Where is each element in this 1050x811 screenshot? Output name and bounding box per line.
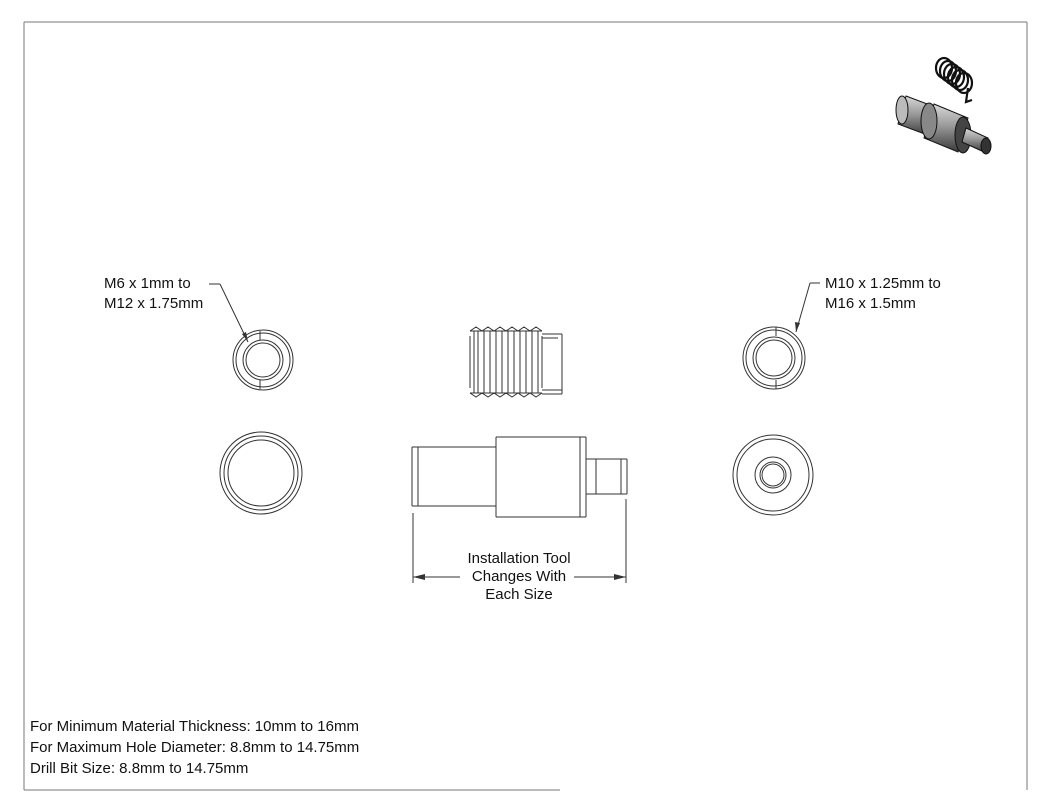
dimension-line3: Each Size: [485, 586, 553, 603]
note-material-thickness: For Minimum Material Thickness: 10mm to …: [30, 718, 359, 735]
note-drill-bit-size: Drill Bit Size: 8.8mm to 14.75mm: [30, 760, 249, 777]
left-insert-end-view: [232, 329, 294, 391]
insert-side-view: [469, 326, 563, 398]
dimension-arrow-right: [614, 574, 626, 580]
dimension-line1: Installation Tool: [467, 550, 571, 567]
right-callout-label: M10 x 1.25mm to M16 x 1.5mm: [825, 274, 941, 314]
right-insert-end-view: [742, 326, 806, 390]
right-callout-arrowhead: [795, 322, 800, 332]
thumbnail-tool: [895, 95, 992, 155]
left-callout-line2: M12 x 1.75mm: [104, 295, 204, 312]
note-hole-diameter: For Maximum Hole Diameter: 8.8mm to 14.7…: [30, 739, 360, 756]
left-callout-arrowhead: [242, 332, 248, 342]
drawing-frame: [23, 21, 1028, 791]
left-callout-line1: M6 x 1mm to: [104, 275, 191, 292]
dimension-arrow-left: [413, 574, 425, 580]
right-callout-leader: [795, 282, 820, 333]
left-callout-label: M6 x 1mm to M12 x 1.75mm: [104, 274, 203, 314]
right-callout-line2: M16 x 1.5mm: [825, 295, 916, 312]
drawing-notes: For Minimum Material Thickness: 10mm to …: [30, 716, 359, 779]
isometric-thumbnail: [895, 56, 992, 155]
tool-side-view: [411, 436, 628, 518]
right-callout-line1: M10 x 1.25mm to: [825, 275, 941, 292]
left-callout-leader: [209, 283, 249, 343]
dimension-label: Installation Tool Changes With Each Size: [446, 550, 592, 604]
dimension-line2: Changes With: [471, 568, 567, 585]
thumbnail-coil: [934, 56, 974, 104]
left-tool-end-view: [219, 431, 303, 515]
right-tool-end-view: [732, 434, 814, 516]
